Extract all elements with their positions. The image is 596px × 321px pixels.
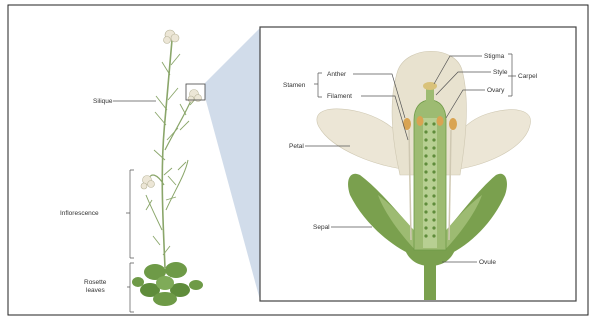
anther-inner-left: [417, 116, 424, 126]
style: [426, 88, 434, 102]
rosette-leaves-label-line1: Rosette: [84, 279, 107, 286]
pedicel: [424, 264, 436, 300]
filament-label: Filament: [327, 93, 352, 100]
inflorescence-label: Inflorescence: [60, 210, 99, 217]
stigma-label: Stigma: [484, 53, 505, 60]
anther-inner-right: [437, 116, 444, 126]
sepal-label: Sepal: [313, 224, 330, 231]
stigma: [423, 82, 437, 90]
stamen-label: Stamen: [283, 82, 306, 89]
anther-label: Anther: [327, 71, 347, 78]
anther-right: [449, 118, 457, 130]
petal-label: Petal: [289, 143, 304, 150]
carpel-label: Carpel: [518, 73, 538, 80]
rosette-leaves-label-line2: leaves: [86, 287, 106, 294]
style-label: Style: [493, 69, 508, 76]
silique-label: Silique: [93, 98, 113, 105]
ovule-label: Ovule: [479, 259, 496, 266]
ovary-label: Ovary: [487, 87, 505, 94]
